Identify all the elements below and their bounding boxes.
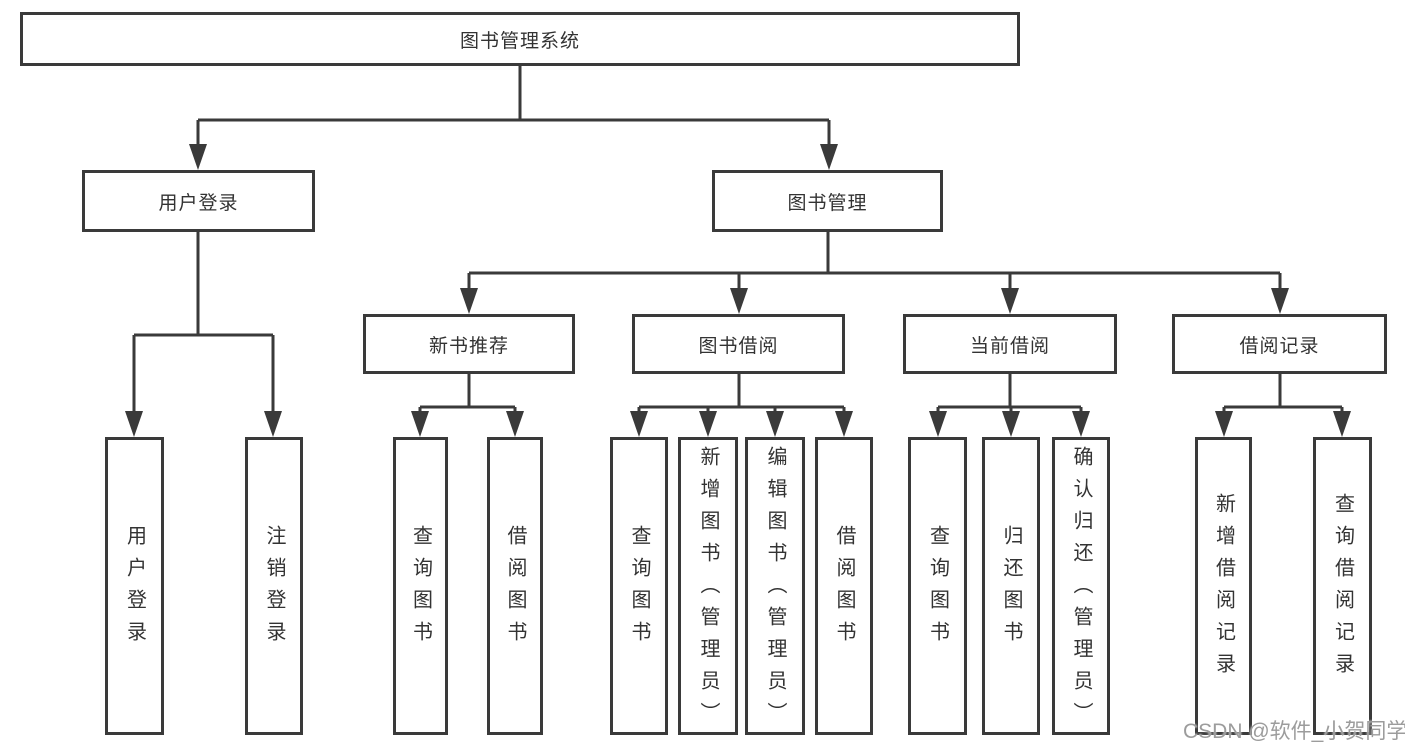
watermark-csdn: CSDN @软件_小贺同学 (1183, 720, 1405, 743)
leaf-bb-edit-books-admin: 编辑图书（管理员） (745, 437, 805, 735)
leaf-br-add-record: 新增借阅记录 (1195, 437, 1252, 735)
leaf-nb-query-books: 查询图书 (393, 437, 448, 735)
leaf-nb-borrow-books: 借阅图书 (487, 437, 543, 735)
node-root: 图书管理系统 (20, 12, 1020, 66)
leaf-bb-borrow-books: 借阅图书 (815, 437, 873, 735)
leaf-cb-query-books: 查询图书 (908, 437, 967, 735)
leaf-br-query-record: 查询借阅记录 (1313, 437, 1372, 735)
leaf-bb-add-books-admin: 新增图书（管理员） (678, 437, 738, 735)
leaf-cb-return-books: 归还图书 (982, 437, 1040, 735)
arrowheads (125, 144, 1351, 437)
leaf-logout: 注销登录 (245, 437, 303, 735)
node-borrow-records: 借阅记录 (1172, 314, 1387, 374)
leaf-bb-query-books: 查询图书 (610, 437, 668, 735)
node-current-borrow: 当前借阅 (903, 314, 1117, 374)
leaf-user-login: 用户登录 (105, 437, 164, 735)
node-user-login: 用户登录 (82, 170, 315, 232)
node-book-borrow: 图书借阅 (632, 314, 845, 374)
leaf-cb-confirm-return-admin: 确认归还（管理员） (1052, 437, 1110, 735)
node-book-management: 图书管理 (712, 170, 943, 232)
node-new-book-recommend: 新书推荐 (363, 314, 575, 374)
